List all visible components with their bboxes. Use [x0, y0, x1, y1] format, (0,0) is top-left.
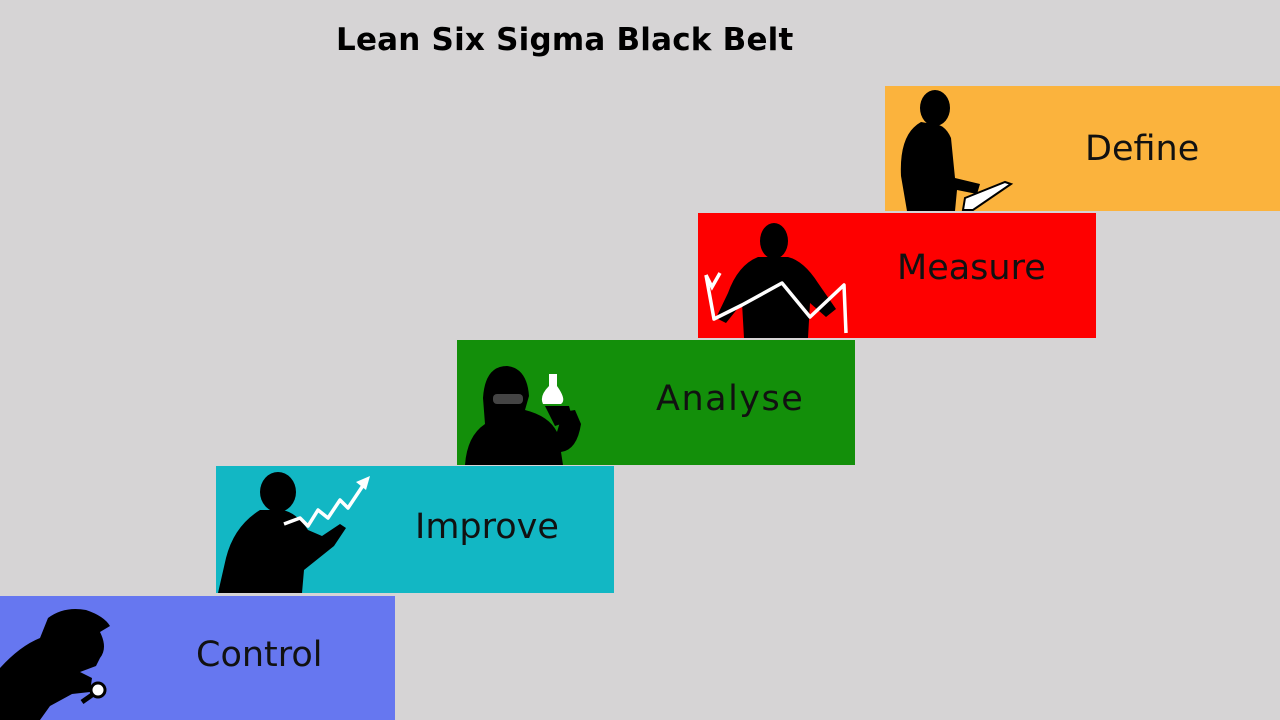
step-label-control: Control: [196, 635, 323, 675]
step-improve: Improve: [216, 466, 614, 593]
diagram-title: Lean Six Sigma Black Belt: [336, 22, 794, 58]
scientist-with-flask-icon: [465, 366, 581, 465]
step-define: Define: [885, 86, 1280, 211]
step-label-improve: Improve: [415, 507, 559, 547]
step-analyse: Analyse: [457, 340, 855, 465]
step-label-define: Define: [1085, 129, 1200, 169]
step-measure: Measure: [698, 213, 1096, 338]
inspector-with-magnifier-icon: [0, 609, 110, 720]
person-with-line-graph-icon: [704, 223, 848, 338]
person-with-tablet-icon: [900, 90, 1014, 211]
step-label-measure: Measure: [897, 248, 1046, 288]
step-label-analyse: Analyse: [656, 379, 805, 419]
step-control: Control: [0, 596, 395, 720]
person-drawing-trend-arrow-icon: [218, 472, 370, 593]
